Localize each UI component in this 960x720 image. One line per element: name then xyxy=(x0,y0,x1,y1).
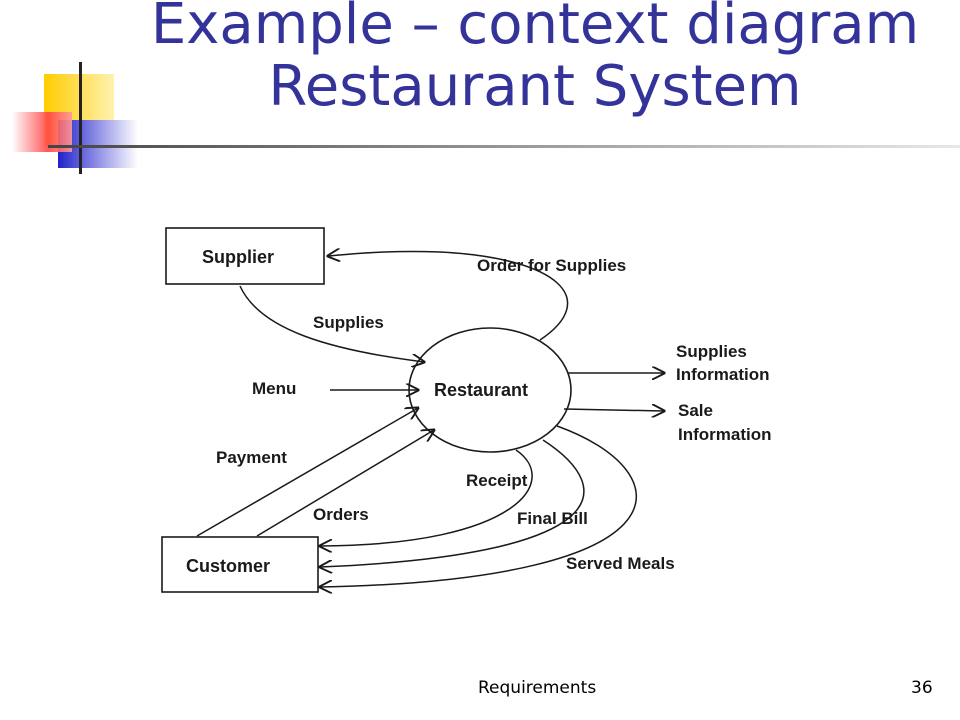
flow-supplies-label: Supplies xyxy=(313,313,384,332)
flow-supplies-information-label-2: Information xyxy=(676,365,770,384)
supplier-entity-box xyxy=(165,227,325,285)
title-underline xyxy=(48,145,960,148)
supplier-entity-label: Supplier xyxy=(202,247,274,267)
page-number: 36 xyxy=(911,678,933,698)
flow-receipt-arrow xyxy=(320,449,533,546)
flow-supplies-information-label-1: Supplies xyxy=(676,342,747,361)
flow-order-for-supplies-label: Order for Supplies xyxy=(477,256,626,275)
slide-title: Example – context diagram Restaurant Sys… xyxy=(110,0,960,118)
customer-entity-label: Customer xyxy=(186,556,270,576)
flow-orders-arrow xyxy=(256,430,434,537)
flow-served-meals-label: Served Meals xyxy=(566,554,675,573)
title-line-1: Example – context diagram xyxy=(150,0,920,57)
flow-payment-label: Payment xyxy=(216,448,287,467)
restaurant-process-label: Restaurant xyxy=(434,380,528,400)
flow-receipt-label: Receipt xyxy=(466,471,528,490)
footer-label: Requirements xyxy=(478,678,597,698)
flow-sale-information-arrow xyxy=(563,409,664,411)
flow-menu-label: Menu xyxy=(252,379,296,398)
flow-sale-information-label-1: Sale xyxy=(678,401,713,420)
customer-entity-box xyxy=(161,536,319,593)
flow-served-meals-arrow xyxy=(320,425,637,587)
flow-orders-label: Orders xyxy=(313,505,369,524)
flow-payment-arrow xyxy=(196,408,418,537)
flow-order-for-supplies-arrow xyxy=(328,251,569,341)
title-line-2: Restaurant System xyxy=(268,54,802,119)
deco-vertical-line xyxy=(79,62,82,174)
flow-final-bill-arrow xyxy=(320,439,585,567)
flow-supplies-arrow xyxy=(239,285,424,362)
corner-decoration xyxy=(12,62,960,174)
flow-final-bill-label: Final Bill xyxy=(517,509,588,528)
flow-sale-information-label-2: Information xyxy=(678,425,772,444)
